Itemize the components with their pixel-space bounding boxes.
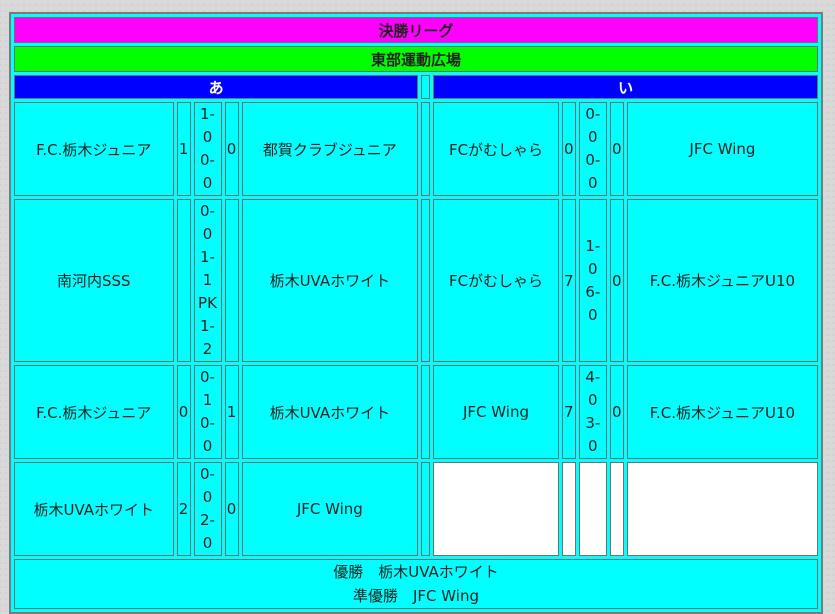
team-score: 1 — [176, 102, 191, 196]
group-divider — [421, 75, 431, 99]
team-name: F.C.栃木ジュニアU10 — [626, 365, 818, 459]
winner-text: 優勝 栃木UVAホワイト — [333, 563, 499, 581]
team-score: 0 — [609, 365, 624, 459]
team-name: JFC Wing — [241, 462, 419, 556]
empty-cell — [433, 462, 559, 556]
team-name: JFC Wing — [626, 102, 818, 196]
team-name: F.C.栃木ジュニア — [14, 365, 174, 459]
team-score: 0 — [561, 102, 576, 196]
group-header-i: い — [433, 75, 818, 99]
team-score: 0 — [176, 365, 191, 459]
results-cell: 優勝 栃木UVAホワイト 準優勝 JFC Wing — [14, 559, 818, 609]
team-name: F.C.栃木ジュニアU10 — [626, 199, 818, 362]
team-score: 0 — [224, 462, 239, 556]
group-divider — [421, 102, 431, 196]
empty-cell — [609, 462, 624, 556]
team-score: 0 — [609, 102, 624, 196]
team-score: 2 — [176, 462, 191, 556]
team-name: JFC Wing — [433, 365, 559, 459]
group-divider — [421, 462, 431, 556]
team-name: 栃木UVAホワイト — [241, 365, 419, 459]
team-name: FCがむしゃら — [433, 199, 559, 362]
team-score: 7 — [561, 199, 576, 362]
empty-cell — [578, 462, 607, 556]
empty-cell — [561, 462, 576, 556]
team-score — [176, 199, 191, 362]
team-score: 7 — [561, 365, 576, 459]
team-name: 南河内SSS — [14, 199, 174, 362]
team-name: 都賀クラブジュニア — [241, 102, 419, 196]
team-score — [224, 199, 239, 362]
group-divider — [421, 365, 431, 459]
venue-title: 東部運動広場 — [14, 46, 818, 72]
team-name: F.C.栃木ジュニア — [14, 102, 174, 196]
team-name: FCがむしゃら — [433, 102, 559, 196]
team-score: 0 — [224, 102, 239, 196]
empty-cell — [626, 462, 818, 556]
tournament-title: 決勝リーグ — [14, 17, 818, 43]
team-name: 栃木UVAホワイト — [14, 462, 174, 556]
team-name: 栃木UVAホワイト — [241, 199, 419, 362]
group-divider — [421, 199, 431, 362]
group-header-a: あ — [14, 75, 419, 99]
team-score: 0 — [609, 199, 624, 362]
runner-up-text: 準優勝 JFC Wing — [353, 587, 479, 605]
team-score: 1 — [224, 365, 239, 459]
